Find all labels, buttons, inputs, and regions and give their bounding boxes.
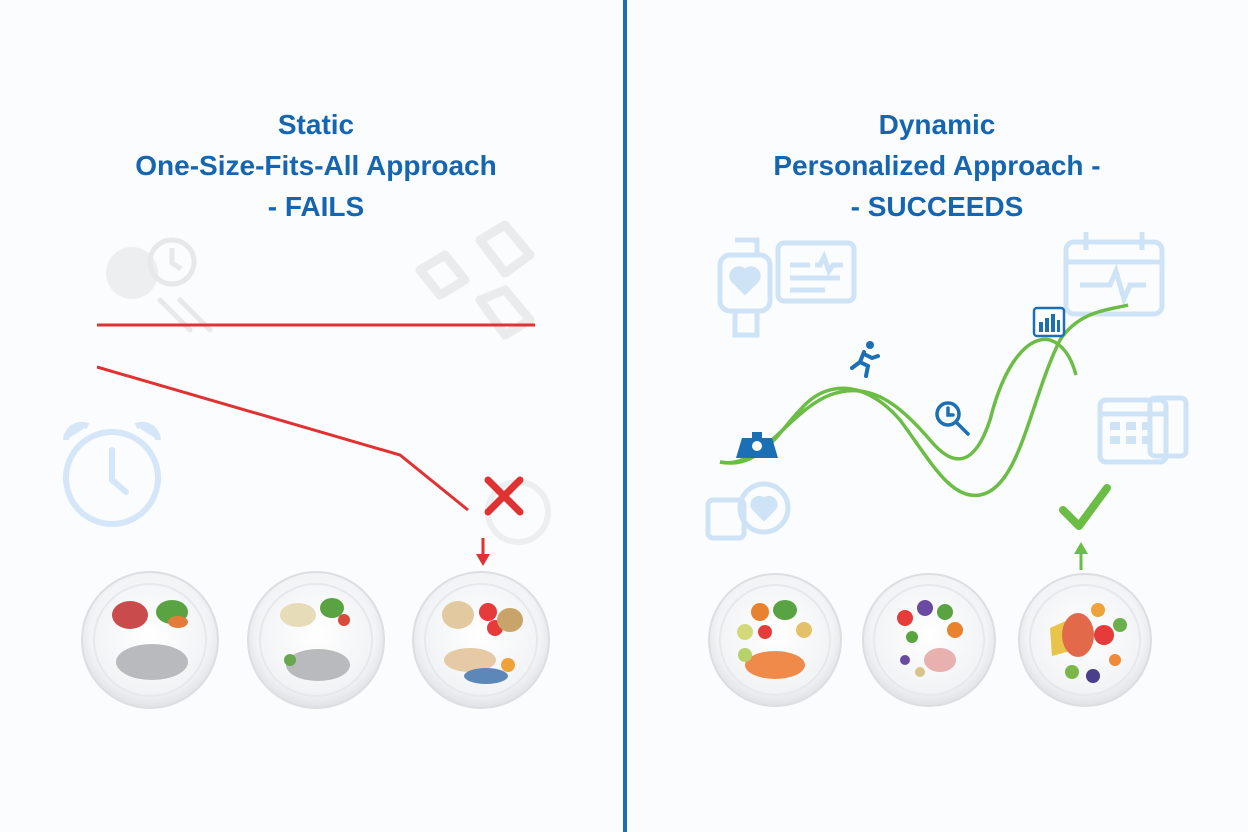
progress-curve-secondary [719,337,1078,465]
check-mark-icon [1059,484,1111,530]
pie-clock-icon [106,237,213,333]
plate-3 [412,571,550,709]
alarm-clock-icon [63,421,161,527]
title-line: Personalized Approach - [773,150,1101,181]
chain-link-icon [415,220,535,340]
dynamic-approach-title: Dynamic Personalized Approach - - SUCCEE… [625,104,1248,227]
static-approach-title: Static One-Size-Fits-All Approach - FAIL… [4,104,628,227]
title-line: - FAILS [267,191,365,222]
title-line: Static [277,109,355,140]
title-line: One-Size-Fits-All Approach [135,150,497,181]
smartwatch-heart-icon [717,237,857,338]
plate-4 [708,573,842,707]
plate-2 [247,571,385,709]
calendar-heart-icon [705,481,791,541]
scale-icon [736,432,778,458]
arrow-down-icon [476,538,490,566]
running-person-icon [850,341,880,378]
progress-curve-primary [719,303,1129,498]
title-line: Dynamic [878,109,996,140]
plate-5 [862,573,996,707]
calendar-heartbeat-icon [1063,232,1165,317]
title-line: - SUCCEEDS [850,191,1024,222]
declining-results-line [96,365,469,512]
calendar-icon [1097,395,1189,465]
x-mark-icon [484,476,524,516]
panel-divider [623,0,627,832]
plate-6 [1018,573,1152,707]
plate-1 [81,571,219,709]
magnifier-clock-icon [935,401,970,436]
arrow-up-icon [1074,542,1088,570]
bar-chart-icon [1032,306,1066,338]
